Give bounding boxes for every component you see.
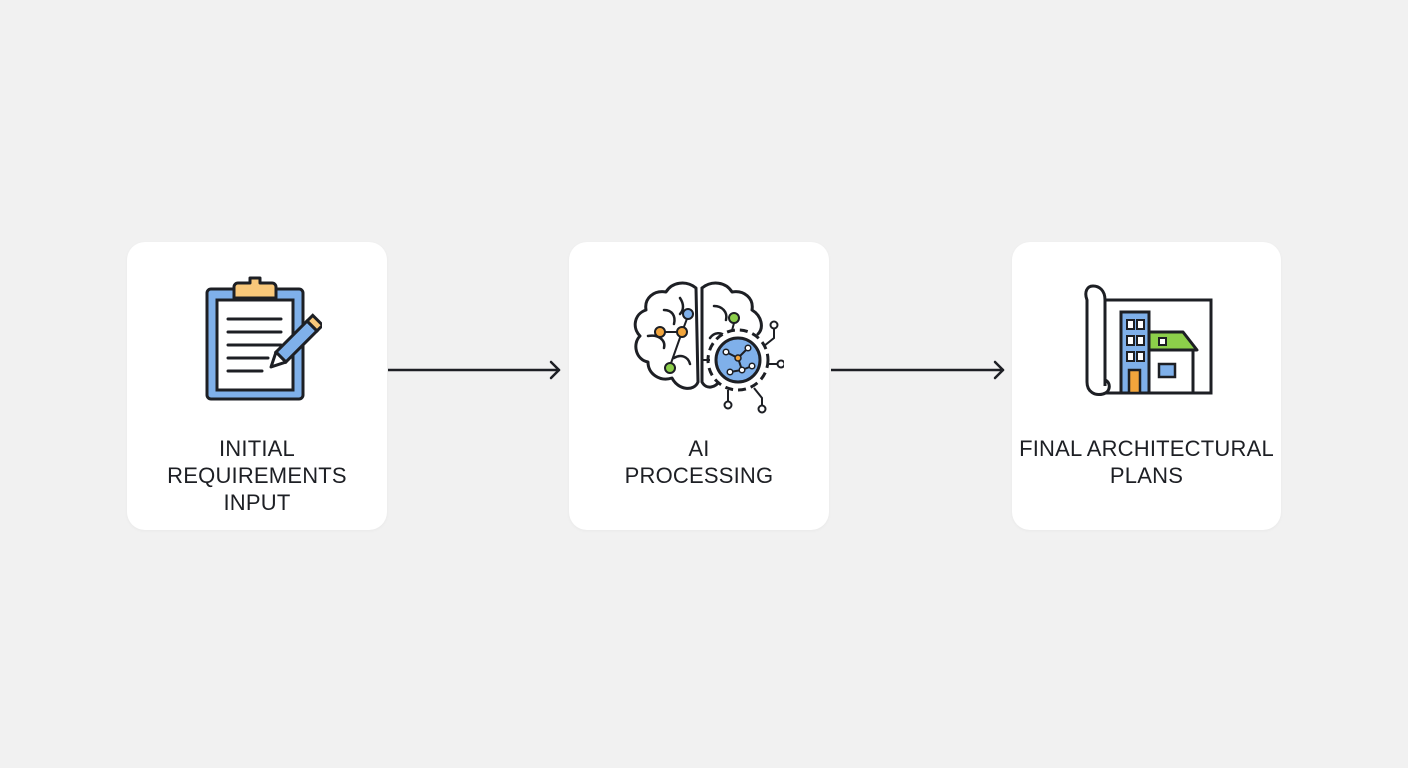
step-label-line: INITIAL [219,436,295,461]
step-label-line: PROCESSING [624,463,774,488]
step-label-initial-requirements: INITIAL REQUIREMENTS INPUT [127,435,387,516]
step-label-line: INPUT [223,490,291,515]
blueprint-building-icon [1084,284,1213,396]
step-card-final-plans: FINAL ARCHITECTURAL PLANS [1012,242,1281,530]
step-label-line: REQUIREMENTS [167,463,347,488]
step-label-line: PLANS [1109,463,1184,488]
step-label-ai-processing: AI PROCESSING [569,435,829,489]
step-label-final-plans: FINAL ARCHITECTURAL PLANS [1012,435,1281,489]
step-label-line: FINAL ARCHITECTURAL [1019,436,1274,461]
step-card-initial-requirements: INITIAL REQUIREMENTS INPUT [127,242,387,530]
brain-gear-icon [633,281,784,414]
arrow-right-icon [388,360,561,380]
arrow-right-icon [831,360,1005,380]
step-label-line: AI [688,436,710,461]
step-card-ai-processing: AI PROCESSING [569,242,829,530]
clipboard-pencil-icon [205,276,322,401]
